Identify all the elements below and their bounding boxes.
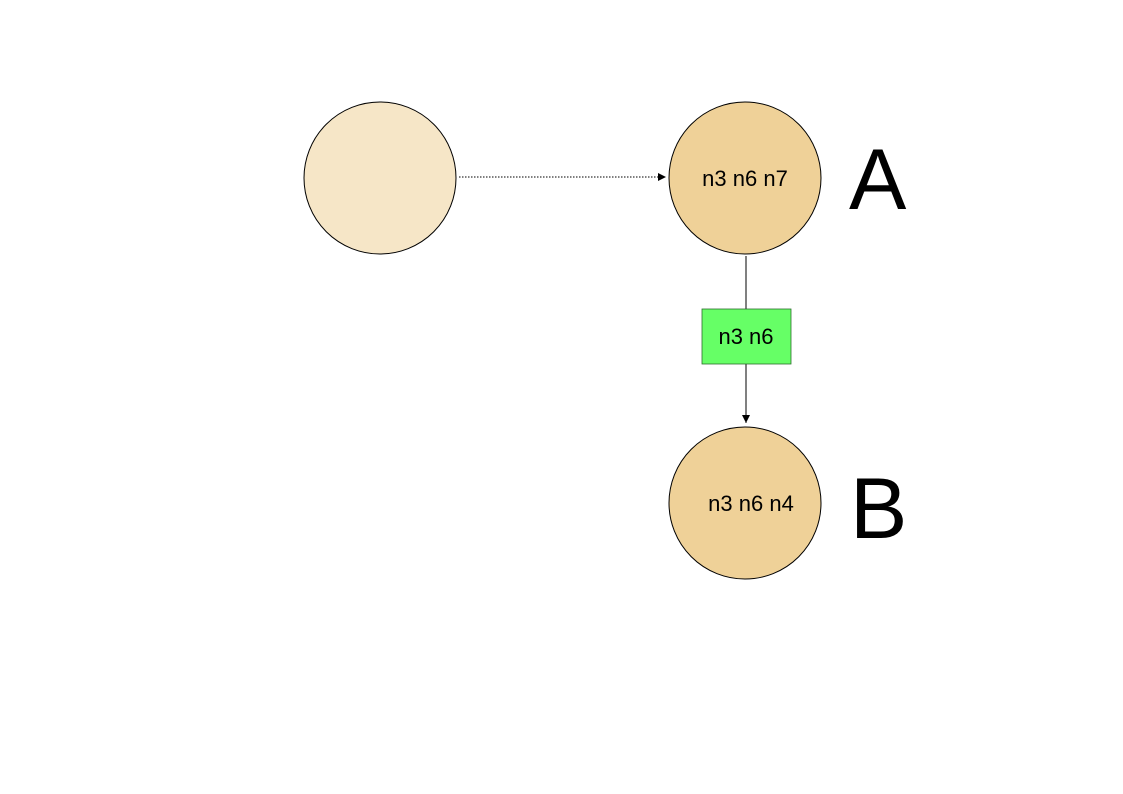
node-a-label: n3 n6 n7 — [702, 166, 788, 191]
node-b: n3 n6 n4 — [668, 426, 822, 580]
node-b-label: n3 n6 n4 — [708, 491, 794, 516]
edge-label-box — [701, 308, 792, 365]
side-label-a: A — [849, 132, 907, 228]
node-empty — [303, 101, 457, 255]
node-a-circle — [668, 101, 822, 255]
node-b-circle — [668, 426, 822, 580]
side-label-b: B — [850, 461, 907, 557]
node-a: n3 n6 n7 — [668, 101, 822, 255]
edge-label-a-to-b: n3 n6 — [701, 308, 792, 365]
edge-label-text: n3 n6 — [718, 324, 773, 349]
